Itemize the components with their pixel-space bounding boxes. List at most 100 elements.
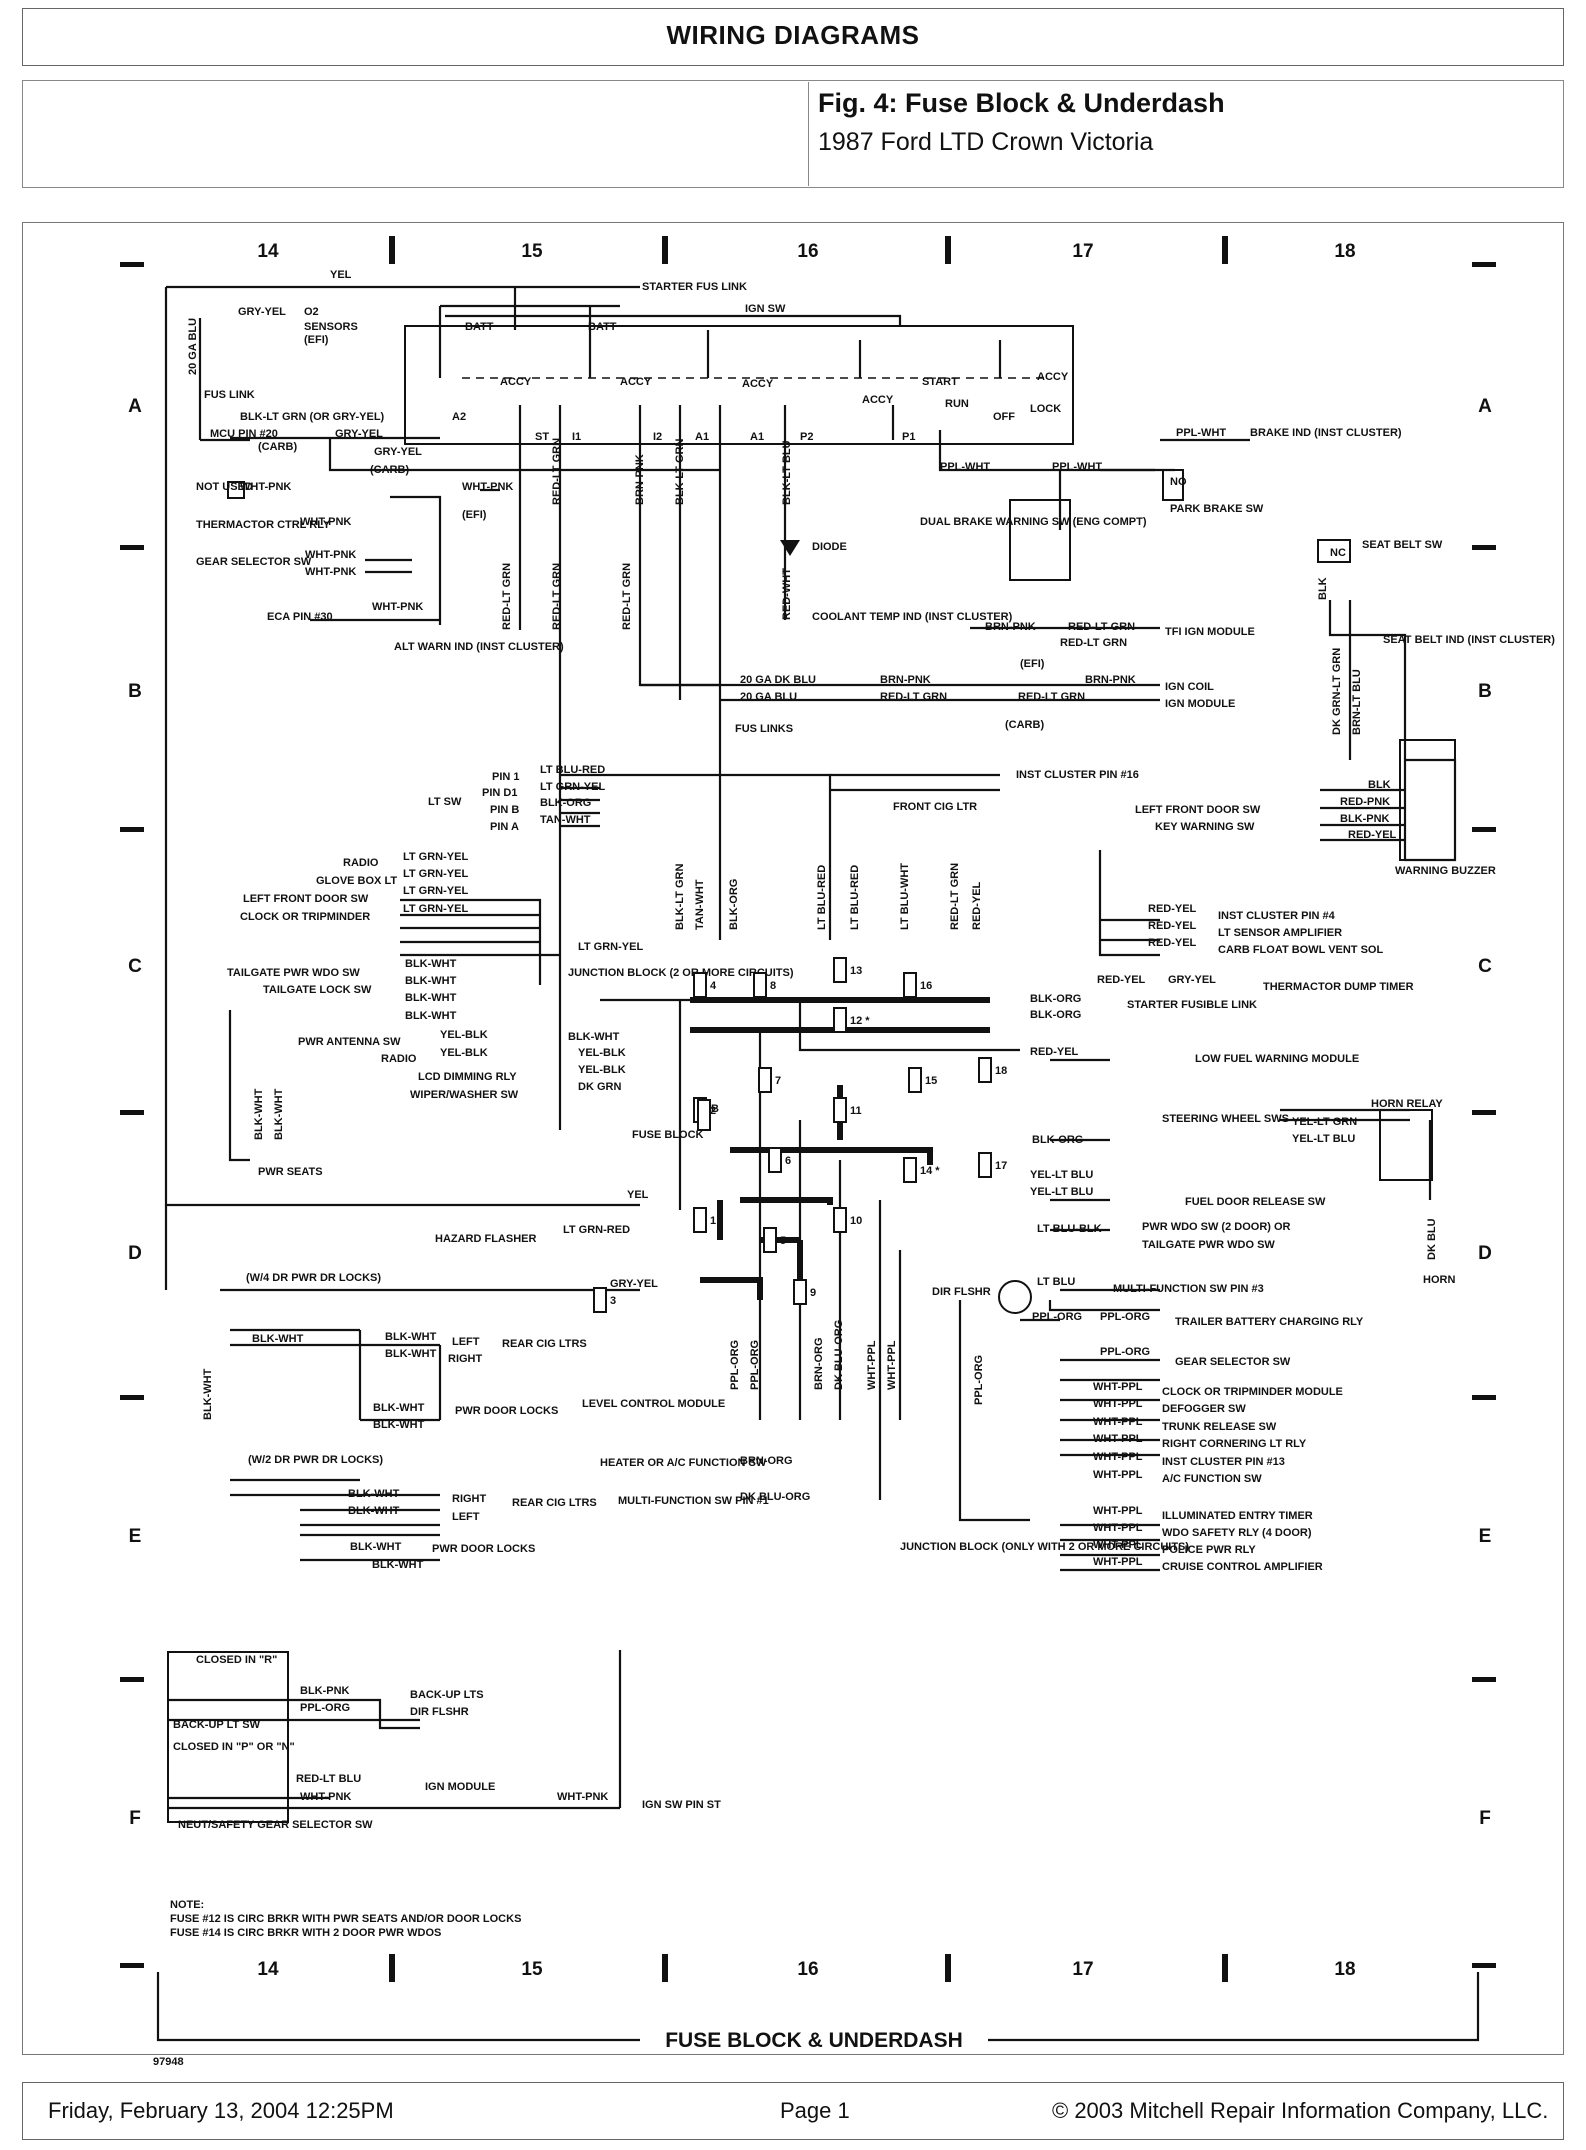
wire-label: NO — [1170, 476, 1187, 488]
wire-label: PPL-WHT — [1176, 427, 1226, 439]
wire-label: IGN SW — [745, 303, 786, 315]
zone-number: 16 — [797, 241, 818, 262]
fuse-number: 3 — [610, 1295, 616, 1307]
row-letter: E — [129, 1526, 142, 1547]
neutral-safety-switch — [167, 1651, 289, 1823]
fuse-5 — [763, 1227, 777, 1253]
wire-label: PPL-ORG — [1032, 1311, 1082, 1323]
wire-label: SEAT BELT IND (INST CLUSTER) — [1383, 634, 1555, 646]
wire-label: LEFT FRONT DOOR SW — [1135, 804, 1261, 816]
wire-label-vertical: DK GRN-LT GRN — [1331, 648, 1343, 735]
wire-label: YEL-LT BLU — [1030, 1186, 1093, 1198]
wire-label: WHT-PNK — [372, 601, 423, 613]
fuse-9 — [793, 1279, 807, 1305]
wire-label: YEL — [627, 1189, 649, 1201]
wire-label: WHT-PNK — [305, 549, 356, 561]
wire-label: LT GRN-YEL — [403, 851, 468, 863]
wire-label-vertical: BRN-ORG — [813, 1337, 825, 1390]
fuse-number: 16 — [920, 980, 932, 992]
wire-label: REAR CIG LTRS — [502, 1338, 587, 1350]
wire-label: WHT-PNK — [300, 1791, 351, 1803]
wire-label: RED-LT GRN — [1060, 637, 1127, 649]
wire-label: BLK-WHT — [373, 1402, 425, 1414]
row-letter: F — [129, 1808, 141, 1829]
wire-label: STEERING WHEEL SWS — [1162, 1113, 1289, 1125]
wire-label: DK GRN — [578, 1081, 621, 1093]
wire-label: JUNCTION BLOCK (2 OR MORE CIRCUITS) — [568, 967, 794, 979]
wire-label: INST CLUSTER PIN #4 — [1218, 910, 1336, 922]
footer-copyright: © 2003 Mitchell Repair Information Compa… — [1052, 2098, 1549, 2123]
wire-label: COOLANT TEMP IND (INST CLUSTER) — [812, 611, 1013, 623]
row-tick — [1472, 545, 1496, 550]
row-tick — [1472, 1963, 1496, 1968]
footer-timestamp: Friday, February 13, 2004 12:25PM — [48, 2098, 394, 2123]
wire-label: BLK-WHT — [373, 1419, 425, 1431]
wire-label: RIGHT — [452, 1493, 487, 1505]
wire-label: LT GRN-YEL — [403, 885, 468, 897]
wire-label: OFF — [993, 411, 1015, 423]
wire-label: PPL-ORG — [1100, 1346, 1150, 1358]
wire-label: BRAKE IND (INST CLUSTER) — [1250, 427, 1402, 439]
wire-label: YEL-LT BLU — [1030, 1169, 1093, 1181]
wire-label: LT BLU — [1037, 1276, 1075, 1288]
row-letter: D — [128, 1243, 142, 1264]
zone-divider — [389, 1954, 395, 1982]
wire-label: BACK-UP LTS — [410, 1689, 484, 1701]
wire — [228, 1010, 250, 1162]
fuse-number: 12 * — [850, 1015, 870, 1027]
wire-label: NC — [1330, 547, 1346, 559]
wire-label: HORN RELAY — [1371, 1098, 1443, 1110]
wire-label: FUSE BLOCK — [632, 1129, 704, 1141]
row-tick — [120, 262, 144, 267]
wire-label: BLK-PNK — [300, 1685, 350, 1697]
diagram-note: NOTE: — [170, 1899, 204, 1911]
wire-label: SEAT BELT SW — [1362, 539, 1443, 551]
wire-label: DIR FLSHR — [932, 1286, 991, 1298]
dual-brake-switch — [1009, 499, 1071, 581]
figure-title: Fig. 4: Fuse Block & Underdash — [818, 88, 1225, 118]
row-tick — [120, 545, 144, 550]
figure-subtitle: 1987 Ford LTD Crown Victoria — [818, 128, 1154, 156]
wire-label: ACCY — [862, 394, 894, 406]
wire-label: 20 GA DK BLU — [740, 674, 816, 686]
wire-label: (CARB) — [370, 464, 409, 476]
wire-label: WHT-PNK — [300, 516, 351, 528]
wire-label: BLK-PNK — [1340, 813, 1390, 825]
wire-label-vertical: BLK-ORG — [728, 879, 740, 930]
wire-label: LT SW — [428, 796, 462, 808]
wire-label: (CARB) — [1005, 719, 1044, 731]
wire-label: BLK-WHT — [568, 1031, 620, 1043]
wire-label: CRUISE CONTROL AMPLIFIER — [1162, 1561, 1323, 1573]
wire — [400, 898, 542, 985]
wire-label: GRY-YEL — [1168, 974, 1216, 986]
wire-label: WHT-PPL — [1093, 1469, 1143, 1481]
footer-box — [22, 2082, 1564, 2140]
wire-label: PPL-ORG — [300, 1702, 350, 1714]
wire — [600, 998, 1020, 1052]
wire — [168, 1698, 420, 1730]
wire-label: ACCY — [1037, 371, 1069, 383]
row-tick — [1472, 1677, 1496, 1682]
wire-label-vertical: BLK — [1317, 577, 1329, 600]
fuse-number: 13 — [850, 965, 862, 977]
wire-label: LT BLU-RED — [540, 764, 605, 776]
wire-label: LEFT FRONT DOOR SW — [243, 893, 369, 905]
wire-label: INST CLUSTER PIN #16 — [1016, 769, 1139, 781]
row-tick — [120, 1677, 144, 1682]
zone-number: 15 — [521, 241, 543, 262]
wire-label: PARK BRAKE SW — [1170, 503, 1264, 515]
zone-number: 14 — [257, 241, 279, 262]
wire-label: LOCK — [1030, 403, 1061, 415]
wire-label: BLK-WHT — [405, 992, 457, 1004]
wire-label: LEVEL CONTROL MODULE — [582, 1398, 725, 1410]
wire-label: INST CLUSTER PIN #13 — [1162, 1456, 1285, 1468]
wire-label: YEL-LT BLU — [1292, 1133, 1355, 1145]
row-letter: B — [1478, 681, 1492, 702]
wire-label: I2 — [653, 431, 662, 443]
wire-label: (W/4 DR PWR DR LOCKS) — [246, 1272, 381, 1284]
wire-label: WHT-PNK — [240, 481, 291, 493]
wire-label: BLK-LT GRN (OR GRY-YEL) — [240, 411, 385, 423]
wire — [328, 438, 720, 472]
wire-label: RUN — [945, 398, 969, 410]
fuse-1 — [693, 1207, 707, 1233]
